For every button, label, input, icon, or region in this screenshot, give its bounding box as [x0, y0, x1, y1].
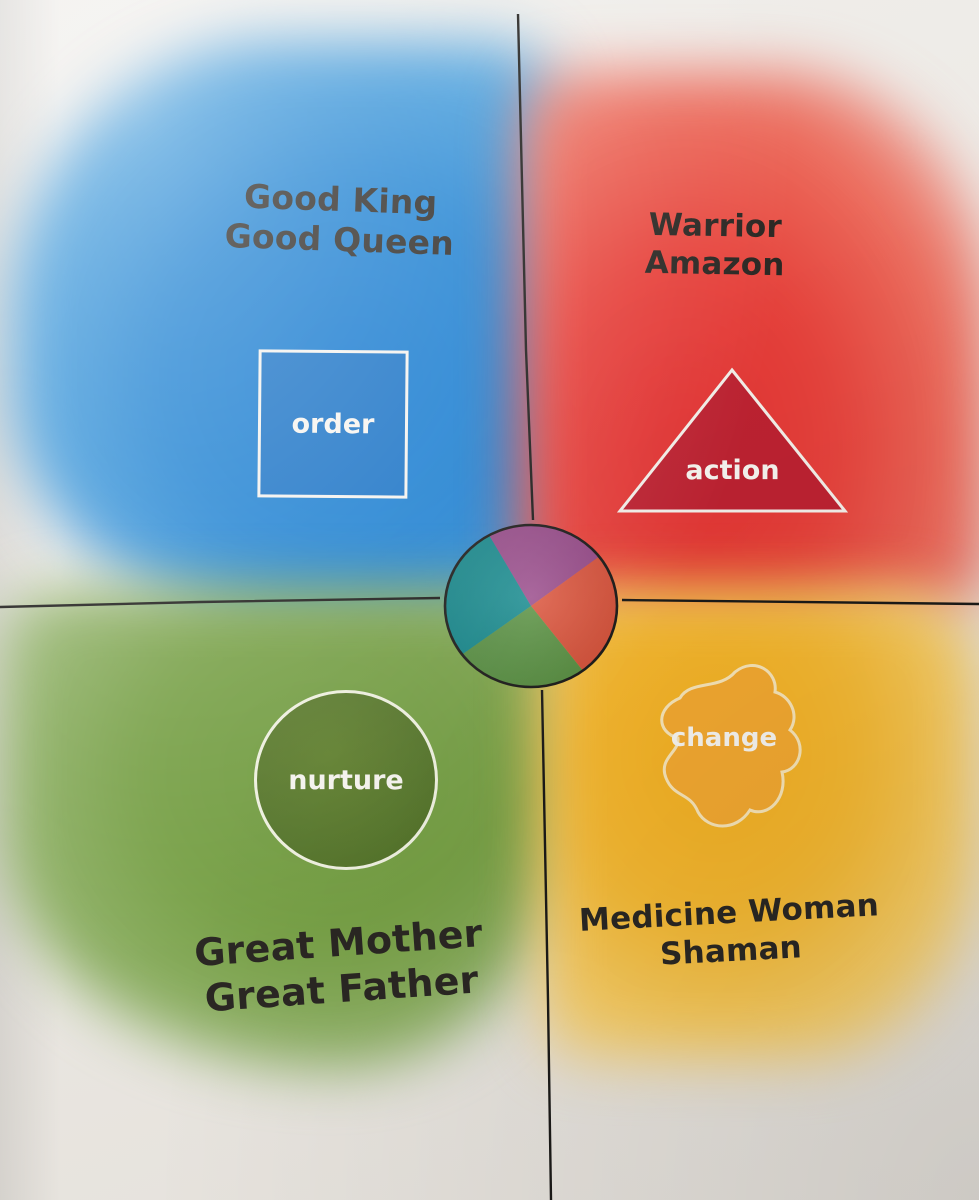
action-label: action	[685, 455, 780, 486]
horizontal-axis-line	[0, 596, 979, 609]
blue-quadrant-field	[10, 40, 555, 620]
organic-blob-shape	[660, 664, 802, 828]
order-label: order	[291, 408, 375, 440]
nurture-label: nurture	[288, 764, 404, 796]
red-quadrant-field	[520, 70, 979, 610]
action-triangle: action	[615, 365, 850, 515]
change-label: change	[670, 723, 778, 753]
triangle-shape	[616, 367, 849, 513]
order-square: order	[257, 349, 409, 499]
color-wheel-svg	[443, 523, 619, 689]
center-color-wheel	[440, 520, 622, 692]
archetype-label-top-left: Good King Good Queen	[179, 174, 502, 266]
archetype-line-warrior: Warrior	[648, 206, 783, 246]
change-blob: change	[650, 660, 820, 845]
archetype-line-amazon: Amazon	[644, 244, 785, 284]
nurture-circle: nurture	[254, 690, 438, 870]
vertical-axis-line	[516, 13, 553, 1200]
archetype-label-top-right: Warrior Amazon	[589, 206, 840, 286]
